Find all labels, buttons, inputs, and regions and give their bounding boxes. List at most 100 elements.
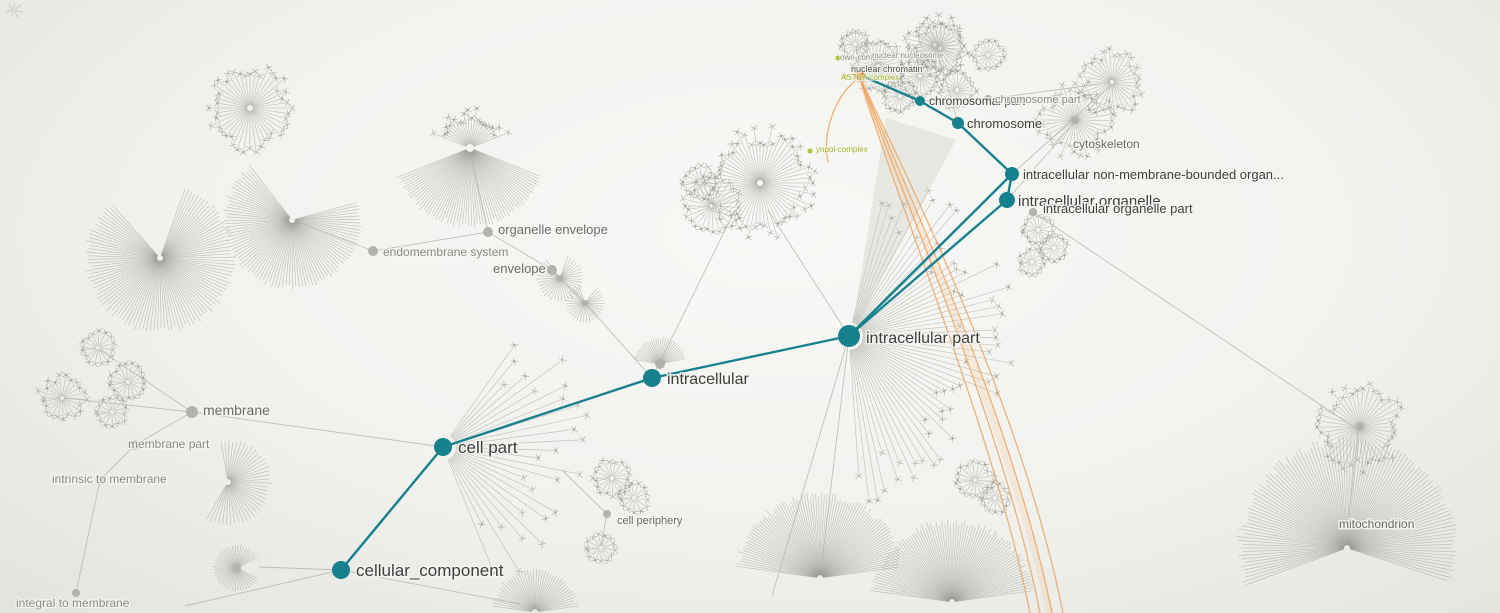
path-node-label[interactable]: intracellular non-membrane-bounded organ… [1022, 166, 1286, 184]
term-label-small[interactable]: own-complex [839, 52, 888, 63]
selected-path-edge [651, 334, 850, 380]
accent-term-node[interactable] [842, 74, 848, 80]
selected-path-edge [442, 376, 653, 449]
node-cluster [223, 165, 362, 290]
graph-edge [191, 411, 444, 448]
node-cluster [206, 440, 272, 526]
node-cluster [1032, 80, 1117, 160]
term-label-small[interactable]: nuclear chromatin [850, 63, 924, 75]
term-node[interactable] [95, 475, 105, 485]
term-label[interactable]: cytoskeleton [1072, 136, 1142, 153]
term-label[interactable]: mitochondrion [1338, 516, 1416, 533]
term-label[interactable]: cell periphery [616, 514, 685, 529]
term-label[interactable]: endomembrane system [382, 244, 510, 261]
selected-path-node[interactable] [999, 192, 1015, 208]
term-label[interactable]: integral to membrane [15, 595, 131, 612]
node-cluster [1314, 380, 1405, 476]
graph-edge [1347, 431, 1359, 526]
graph-edge [767, 209, 850, 337]
term-label[interactable]: intracellular organelle part [1042, 200, 1195, 218]
selected-path-edge [957, 122, 1013, 175]
edges-layer [63, 49, 1359, 607]
term-node[interactable] [186, 406, 198, 418]
graph-edge [987, 83, 1101, 100]
edge-bundle-wedge [851, 118, 956, 336]
selected-path-node[interactable] [1005, 167, 1019, 181]
cluster-hub-node[interactable] [1071, 116, 1079, 124]
node-cluster [968, 37, 1008, 73]
node-cluster [977, 479, 1012, 516]
term-node[interactable] [130, 440, 140, 450]
node-cluster [935, 67, 980, 112]
term-node[interactable] [547, 265, 557, 275]
node-cluster [1236, 436, 1457, 586]
highlight-edge [859, 77, 1041, 613]
term-node[interactable] [483, 227, 493, 237]
node-cluster [616, 479, 651, 516]
node-cluster [213, 544, 258, 592]
term-node[interactable] [603, 510, 611, 518]
node-cluster [447, 341, 591, 577]
term-node[interactable] [72, 589, 80, 597]
clusters-layer [5, 2, 1457, 612]
term-label[interactable]: intrinsic to membrane [51, 471, 169, 488]
node-cluster [837, 28, 871, 62]
node-cluster [93, 394, 130, 430]
graph-edge [75, 479, 101, 594]
selected-path-node[interactable] [915, 96, 925, 106]
node-cluster [79, 327, 118, 368]
graph-edge [600, 513, 608, 547]
selected-path-node[interactable] [838, 325, 860, 347]
path-node-label[interactable]: intracellular [666, 370, 751, 390]
cluster-hub-node[interactable] [655, 359, 665, 369]
term-label[interactable]: organelle envelope [497, 221, 610, 239]
graph-edge [134, 411, 193, 446]
cluster-hub-node[interactable] [233, 564, 241, 572]
graph-edge [919, 98, 989, 102]
graph-edge [771, 335, 850, 597]
graph-edge [297, 221, 374, 252]
path-node-label[interactable]: cellular_component [355, 560, 506, 582]
graph-edge [821, 335, 850, 563]
node-cluster [1019, 211, 1057, 247]
node-cluster [429, 105, 513, 147]
term-label[interactable]: membrane part [127, 436, 212, 453]
accent-term-node[interactable] [807, 148, 813, 154]
term-label[interactable]: chromosome part [994, 93, 1082, 108]
path-node-label[interactable]: chromosomal part [928, 93, 1028, 110]
term-node[interactable] [368, 246, 378, 256]
node-cluster [679, 173, 743, 236]
node-cluster [1016, 245, 1048, 278]
selected-path-node[interactable] [952, 117, 964, 129]
path-node-label[interactable]: intracellular organelle [1017, 192, 1163, 212]
selected-path-node[interactable] [434, 438, 452, 456]
node-cluster [34, 371, 90, 423]
cluster-hub-node[interactable] [1356, 423, 1364, 431]
graph-edge [469, 151, 489, 233]
term-label[interactable]: membrane [202, 401, 272, 420]
node-cluster [583, 530, 619, 565]
path-node-label[interactable]: chromosome [966, 115, 1044, 133]
selected-path-node[interactable] [332, 561, 350, 579]
graph-edge [651, 209, 736, 379]
pathEdges-layer [340, 73, 1014, 571]
term-node[interactable] [984, 95, 992, 103]
path-node-label[interactable]: cell part [457, 437, 520, 459]
labels-layer: cellular_component cell part intracellular… [15, 50, 1416, 612]
highlighted-term-node[interactable] [855, 70, 865, 80]
hubs-layer [72, 95, 1037, 597]
selected-path-node[interactable] [643, 369, 661, 387]
graph-edge [184, 569, 342, 607]
node-cluster [565, 284, 605, 323]
term-label-small[interactable]: ASTRA complex [840, 72, 900, 83]
term-node[interactable] [1029, 208, 1037, 216]
term-label-small[interactable]: ynpol-complex [815, 144, 869, 155]
term-label[interactable]: envelope [492, 260, 548, 278]
accent-term-node[interactable] [835, 55, 841, 61]
path-node-label[interactable]: intracellular part [865, 329, 982, 349]
highlight-edge [859, 77, 1064, 613]
orange-layer [825, 76, 1064, 613]
term-label-small[interactable]: nuclear nucleosome [871, 50, 945, 61]
node-cluster [735, 492, 900, 578]
